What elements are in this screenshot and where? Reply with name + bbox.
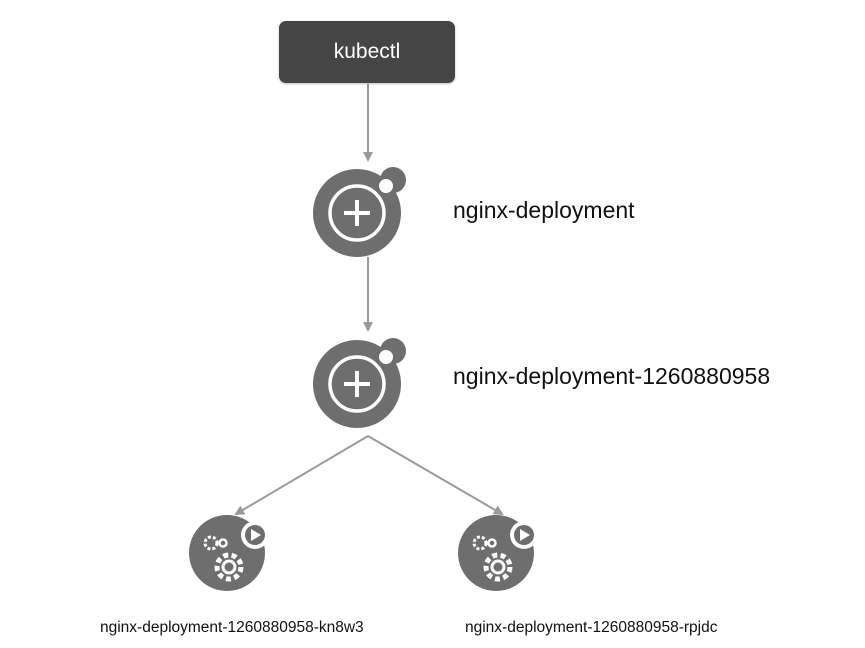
deployment-label: nginx-deployment [453,197,635,223]
kubectl-node: kubectl [279,21,455,83]
replicaset-label: nginx-deployment-1260880958 [453,363,771,389]
pod-gears-icon [189,515,269,591]
pod-label: nginx-deployment-1260880958-rpjdc [465,619,718,636]
edge-replicaset-to-pod-1 [234,435,369,516]
deployment-icon [313,167,406,257]
pod-label: nginx-deployment-1260880958-kn8w3 [100,619,364,636]
pod-gears-icon [458,515,538,591]
kubectl-label: kubectl [333,40,401,63]
edge-replicaset-to-pod-2 [367,435,504,516]
replicaset-icon [313,338,406,428]
